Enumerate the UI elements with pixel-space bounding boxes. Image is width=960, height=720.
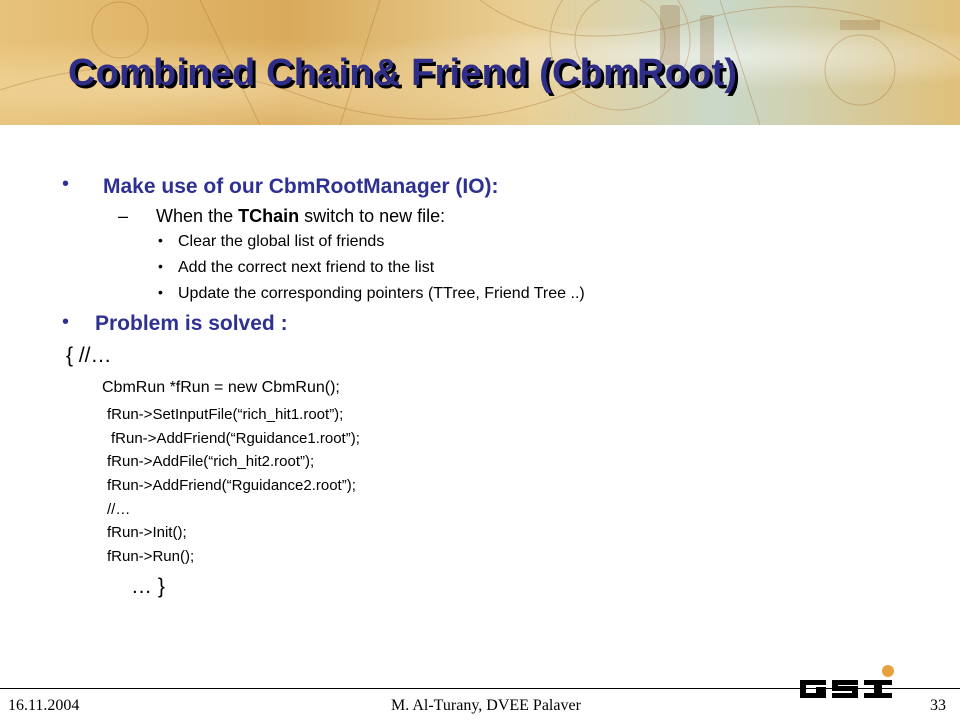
code-open: { //… xyxy=(66,344,112,367)
slide-title: Combined Chain& Friend (CbmRoot) xyxy=(68,52,738,94)
footer-date: 16.11.2004 xyxy=(8,697,80,714)
code-close: … } xyxy=(131,575,165,598)
header-banner: Combined Chain& Friend (CbmRoot) xyxy=(0,0,960,125)
list-item: Clear the global list of friends xyxy=(178,233,385,250)
code-line: fRun->Init(); xyxy=(107,524,187,541)
sub-bullet-tchain: – When the TChain switch to new file: xyxy=(118,206,445,227)
code-line: CbmRun *fRun = new CbmRun(); xyxy=(102,379,340,396)
code-line: fRun->AddFriend(“Rguidance2.root”); xyxy=(107,477,356,494)
gsi-logo-icon xyxy=(800,665,894,698)
code-line: fRun->AddFriend(“Rguidance1.root”); xyxy=(111,430,360,447)
code-line: fRun->AddFile(“rich_hit2.root”); xyxy=(107,453,315,470)
footer-divider xyxy=(0,688,960,689)
sub-bullet-pre: When the xyxy=(156,206,239,226)
bullet-dot: • xyxy=(158,284,163,300)
sub-bullet-bold: TChain xyxy=(238,206,300,226)
bullet-cbmrootmanager: Make use of our CbmRootManager (IO): xyxy=(103,175,499,198)
list-item: Update the corresponding pointers (TTree… xyxy=(178,285,585,302)
bullet-dot: • xyxy=(158,258,163,274)
code-line: fRun->SetInputFile(“rich_hit1.root”); xyxy=(107,406,344,423)
page-number: 33 xyxy=(930,697,946,714)
dash-marker: – xyxy=(118,206,129,226)
footer-author: M. Al-Turany, DVEE Palaver xyxy=(391,697,581,714)
code-line: //… xyxy=(107,501,131,518)
bullet-dot: • xyxy=(158,232,163,248)
sub-bullet-post: switch to new file: xyxy=(299,206,446,226)
list-item: Add the correct next friend to the list xyxy=(178,259,435,276)
banner-decoration xyxy=(0,0,960,125)
bullet-dot: • xyxy=(62,311,70,333)
bullet-dot: • xyxy=(62,173,70,195)
bullet-problem-solved: Problem is solved : xyxy=(95,312,288,335)
code-line: fRun->Run(); xyxy=(107,548,195,565)
